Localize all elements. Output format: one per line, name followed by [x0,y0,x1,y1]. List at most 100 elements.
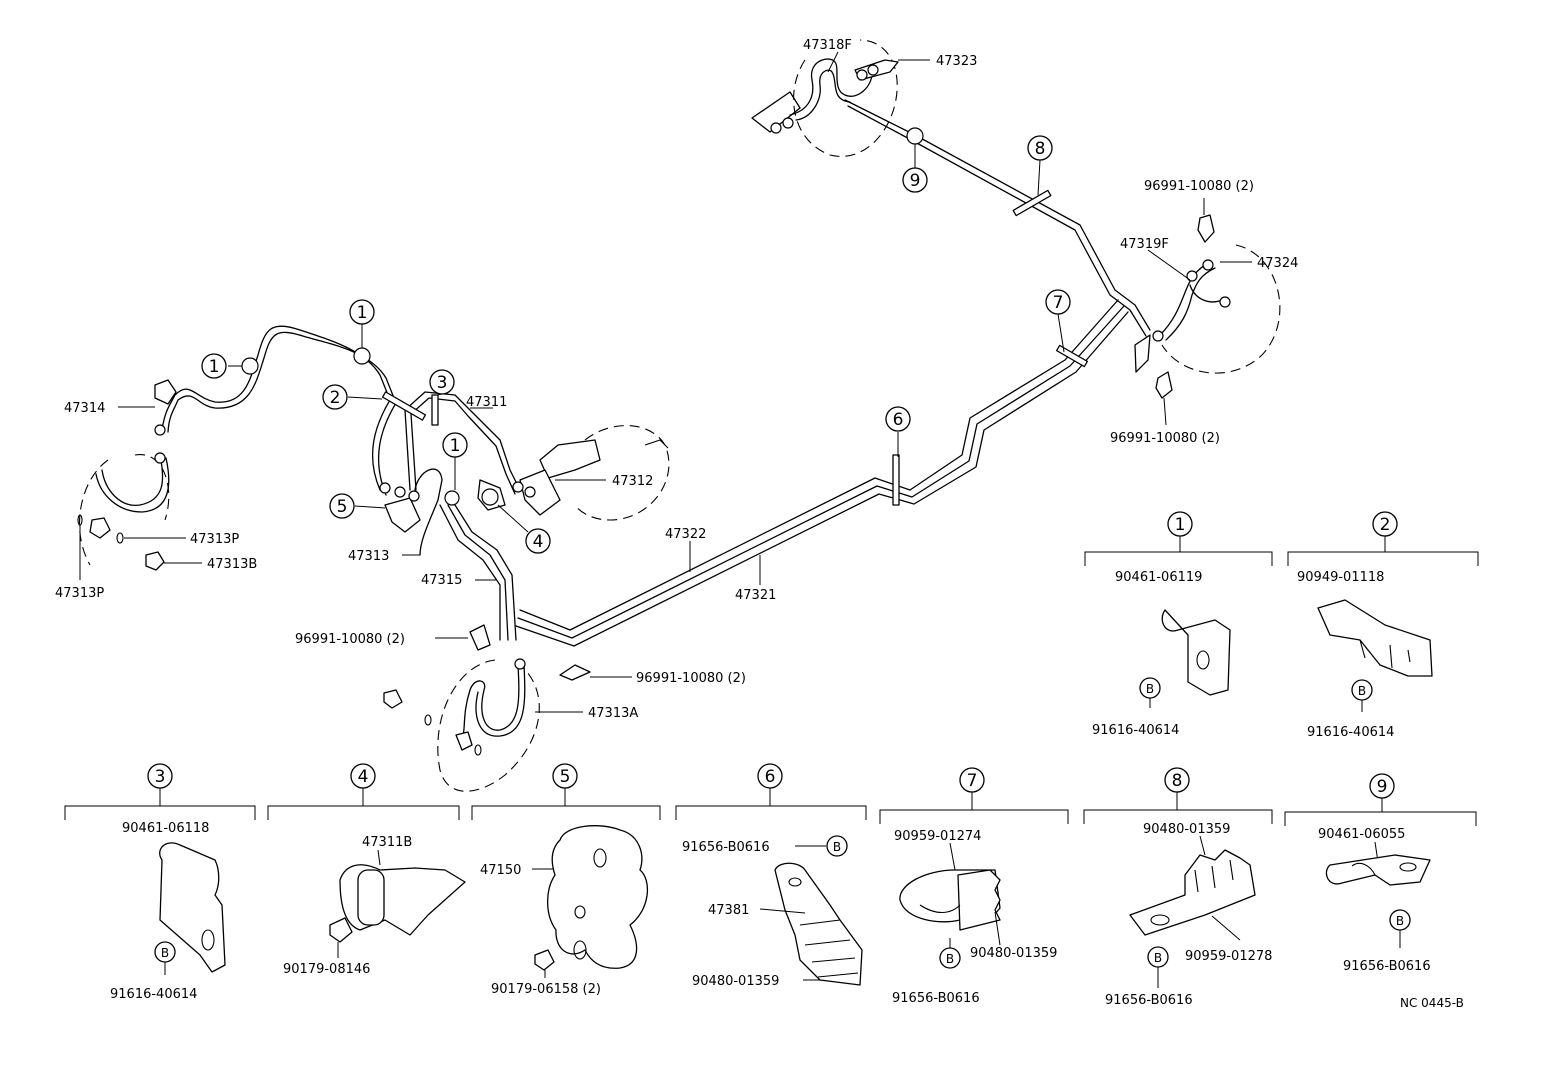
label-47313B: 47313B [207,557,257,572]
rear-left-brake-assembly [1134,214,1281,399]
detail-6-bracket: 47381 [708,903,749,918]
detail-8: 8 90480-01359 90959-01278 B 91656-B0616 [1083,767,1273,1008]
label-clip-l-b: 96991-10080 (2) [636,671,746,686]
detail-2-bolt: 91616-40614 [1307,725,1394,740]
detail-3-bolt-badge [154,941,176,963]
detail-1-bolt: 91616-40614 [1092,723,1179,738]
detail-5: 5 47150 90179-06158 (2) [471,763,661,997]
detail-6-clamp: 90480-01359 [692,974,779,989]
svg-text:4: 4 [358,767,369,787]
label-clip-tr-a: 96991-10080 (2) [1144,179,1254,194]
joint-clip-1b [353,347,371,365]
drawing-code: NC 0445-B [1400,996,1464,1010]
svg-text:8: 8 [1035,139,1046,159]
callout-1c: 1 [442,432,468,490]
front-left-brake-assembly [77,379,177,571]
rear-right-brake-assembly [751,39,899,157]
label-47322: 47322 [665,527,706,542]
svg-text:9: 9 [910,171,921,191]
main-brake-pipes [161,99,1151,647]
callout-7: 7 [1045,289,1071,353]
detail-1-bolt-badge [1139,677,1161,699]
detail-7-clamp: 90480-01359 [970,946,1057,961]
detail-6: 6 91656-B0616 B 47381 90480-01359 [675,763,867,989]
detail-9-part: 90461-06055 [1318,827,1405,842]
svg-text:7: 7 [1053,293,1064,313]
label-47319F: 47319F [1120,237,1169,252]
svg-text:3: 3 [155,767,166,787]
detail-4: 4 47311B 90179-08146 [267,763,466,977]
svg-text:9: 9 [1377,777,1388,797]
label-47313P-a: 47313P [190,532,239,547]
detail-1: 1 90461-06119 B 91616-40614 [1084,511,1273,738]
callout-8: 8 [1027,135,1053,196]
label-47315: 47315 [421,573,462,588]
clip-8-marker [1012,189,1052,217]
label-47312: 47312 [612,474,653,489]
detail-4-part: 47311B [362,835,412,850]
clip-90461-06119 [1161,609,1231,696]
clip-3-marker [431,394,439,426]
svg-text:B: B [946,952,954,966]
leader-47319F [1147,249,1191,281]
detail-1-part: 90461-06119 [1115,570,1202,585]
detail-8-bolt: 91656-B0616 [1105,993,1193,1008]
svg-text:1: 1 [209,357,220,377]
svg-text:3: 3 [437,373,448,393]
svg-text:1: 1 [1175,515,1186,535]
clip-2-marker [381,391,427,421]
svg-text:5: 5 [337,497,348,517]
detail-6-bolt: 91656-B0616 [682,840,770,855]
svg-text:1: 1 [357,303,368,323]
detail-3-part: 90461-06118 [122,821,209,836]
svg-text:8: 8 [1172,771,1183,791]
svg-text:1: 1 [450,436,461,456]
svg-text:B: B [833,840,841,854]
label-clip-l-a: 96991-10080 (2) [295,632,405,647]
leader-47318F [827,51,839,73]
svg-text:5: 5 [560,767,571,787]
block-47150 [546,825,649,969]
detail-7-bolt: 91656-B0616 [892,991,980,1006]
callout-9: 9 [902,144,928,193]
label-47321: 47321 [735,588,776,603]
detail-5-part: 47150 [480,863,521,878]
detail-7-bolt-badge [939,947,961,969]
label-47324: 47324 [1257,256,1298,271]
clip-90461-06055 [1325,854,1431,886]
label-47314: 47314 [64,401,105,416]
callout-6: 6 [885,406,911,457]
joint-clip-9 [906,127,924,145]
clip-6-marker [892,454,900,506]
callout-1b: 1 [349,299,375,348]
callout-3: 3 [429,369,455,396]
detail-2-bolt-badge [1351,679,1373,701]
svg-text:7: 7 [967,771,978,791]
detail-3-bolt: 91616-40614 [110,987,197,1002]
svg-text:B: B [1396,914,1404,928]
label-47313: 47313 [348,549,389,564]
joint-clip-1a [241,357,259,375]
label-47313A: 47313A [588,706,638,721]
bracket-47381 [774,862,863,986]
detail-5-bolt: 90179-06158 (2) [491,982,601,997]
callout-2: 2 [322,384,383,410]
detail-8-clamp: 90959-01278 [1185,949,1272,964]
joint-clip-1c [444,490,460,506]
clip-90949-01118 [1317,599,1433,677]
detail-2-part: 90949-01118 [1297,570,1384,585]
leader-clip-tr-b [1163,397,1167,426]
callout-4: 4 [497,504,551,554]
detail-7: 7 90959-01274 90480-01359 B 91656-B0616 [879,767,1069,1006]
svg-text:B: B [1358,684,1366,698]
callout-5: 5 [329,493,386,519]
master-cylinder-area [379,425,670,533]
svg-text:6: 6 [765,767,776,787]
clip-7-marker [1055,344,1089,368]
detail-4-bolt: 90179-08146 [283,962,370,977]
detail-9: 9 90461-06055 B 91656-B0616 [1284,773,1477,974]
svg-text:B: B [161,946,169,960]
callout-1a: 1 [201,353,242,379]
svg-text:B: B [1154,951,1162,965]
